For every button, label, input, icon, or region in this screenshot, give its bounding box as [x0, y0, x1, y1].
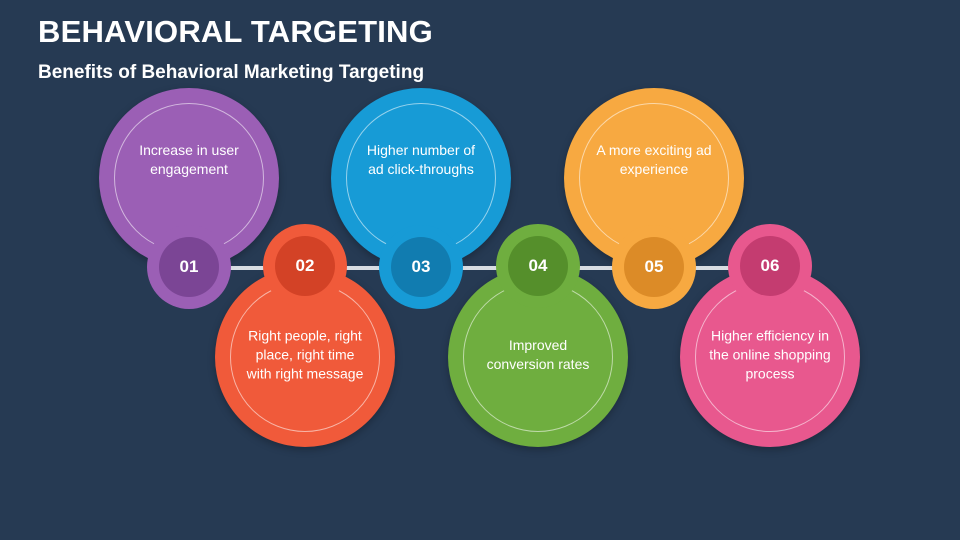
benefit-text-2: Right people, right place, right time wi…	[246, 327, 364, 382]
number-badge-6: 06	[728, 224, 812, 308]
number-badge-3: 03	[379, 225, 463, 309]
number-badge-2: 02	[263, 224, 347, 308]
page-title: BEHAVIORAL TARGETING	[38, 14, 433, 49]
number-label-6: 06	[740, 236, 800, 296]
number-label-1: 01	[159, 237, 219, 297]
number-label-3: 03	[391, 237, 451, 297]
number-badge-4: 04	[496, 224, 580, 308]
benefit-text-3: Higher number of ad click-throughs	[366, 142, 476, 177]
number-badge-5: 05	[612, 225, 696, 309]
number-label-2: 02	[275, 236, 335, 296]
benefit-text-4: Improved conversion rates	[486, 337, 590, 372]
page-subtitle: Benefits of Behavioral Marketing Targeti…	[38, 62, 425, 83]
benefit-text-5: A more exciting ad experience	[596, 142, 712, 177]
connector-line	[190, 266, 780, 270]
benefit-text-1: Increase in user engagement	[139, 142, 239, 177]
number-label-5: 05	[624, 237, 684, 297]
benefit-text-6: Higher efficiency in the online shopping…	[709, 327, 831, 382]
number-badge-1: 01	[147, 225, 231, 309]
number-label-4: 04	[508, 236, 568, 296]
